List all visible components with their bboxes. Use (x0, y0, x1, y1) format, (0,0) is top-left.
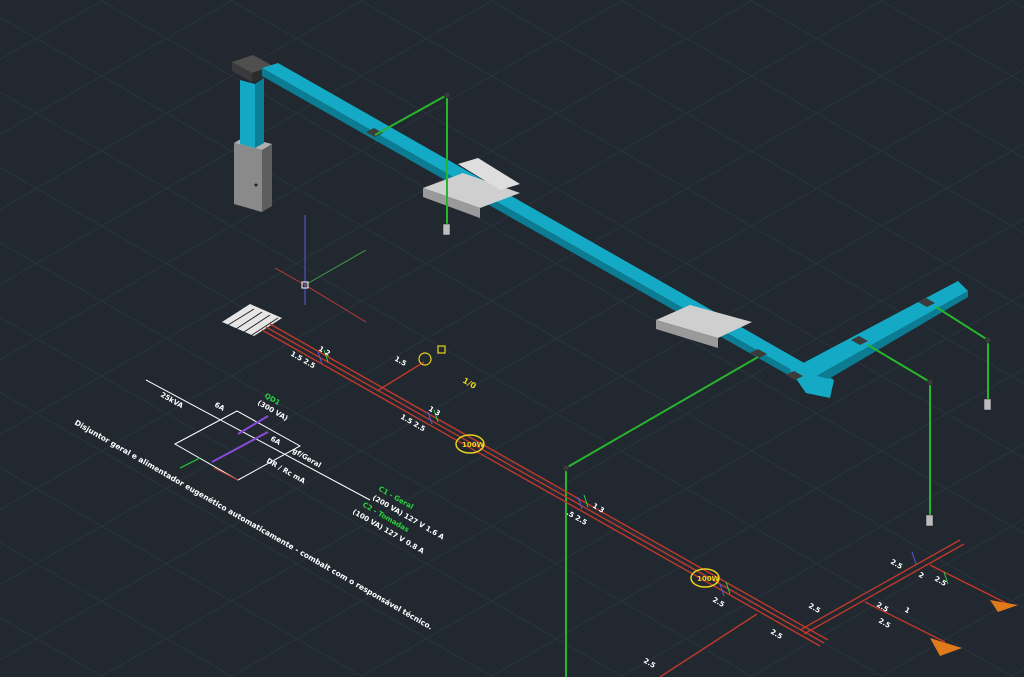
svg-text:2.5: 2.5 (807, 602, 822, 615)
grid-line (99, 143, 1024, 677)
single-line-diagram[interactable] (145, 379, 371, 501)
grid-line (0, 466, 364, 677)
cable-tray-branch[interactable] (790, 281, 968, 398)
grid-line (0, 541, 234, 677)
svg-text:2.5: 2.5 (769, 628, 784, 641)
light-fixture-2[interactable] (656, 305, 752, 348)
svg-text:2: 2 (917, 571, 925, 580)
grid-line (619, 0, 1024, 234)
conduit-terminals (442, 91, 992, 527)
grid-line (0, 0, 754, 436)
svg-text:6A: 6A (213, 401, 226, 413)
junction-boxes[interactable] (366, 128, 935, 380)
lamp-symbol-1[interactable]: 100W (455, 434, 485, 454)
switch-symbols[interactable] (418, 345, 446, 366)
svg-text:DR / Rc mA: DR / Rc mA (265, 457, 307, 486)
lamp-symbol-2[interactable]: 100W (690, 568, 720, 588)
hatched-meter-block[interactable] (222, 304, 282, 336)
svg-text:1: 1 (903, 606, 911, 615)
circuit-runs[interactable] (261, 323, 1011, 677)
grid-line (749, 0, 1024, 159)
grid-line (0, 0, 494, 286)
svg-text:100W: 100W (462, 441, 485, 449)
svg-text:100W: 100W (697, 575, 720, 583)
grid-line (1009, 668, 1024, 677)
grid-line (0, 0, 624, 361)
grid-line (229, 218, 1024, 677)
svg-text:.5 2.5: .5 2.5 (565, 509, 588, 527)
grid-line (0, 391, 494, 677)
svg-text:2.5: 2.5 (889, 558, 904, 571)
direction-arrows (930, 600, 1018, 656)
svg-text:2.5: 2.5 (877, 617, 892, 630)
grid-line (0, 0, 234, 136)
svg-text:1.5: 1.5 (393, 355, 408, 368)
grid-line (619, 443, 1024, 677)
grid-line (489, 0, 1024, 309)
svg-text:2.5: 2.5 (875, 601, 890, 614)
ucs-axis-icon (274, 215, 367, 323)
grid-line (1009, 0, 1024, 9)
svg-text:2.5: 2.5 (711, 596, 726, 609)
grid-line (359, 293, 1024, 677)
grid-line (0, 0, 364, 211)
grid-line (0, 241, 754, 677)
wire-markers (317, 349, 949, 597)
distribution-panel[interactable] (234, 137, 272, 212)
grid-line (749, 518, 1024, 677)
svg-text:2.5: 2.5 (642, 657, 657, 670)
svg-text:6A: 6A (269, 435, 282, 447)
